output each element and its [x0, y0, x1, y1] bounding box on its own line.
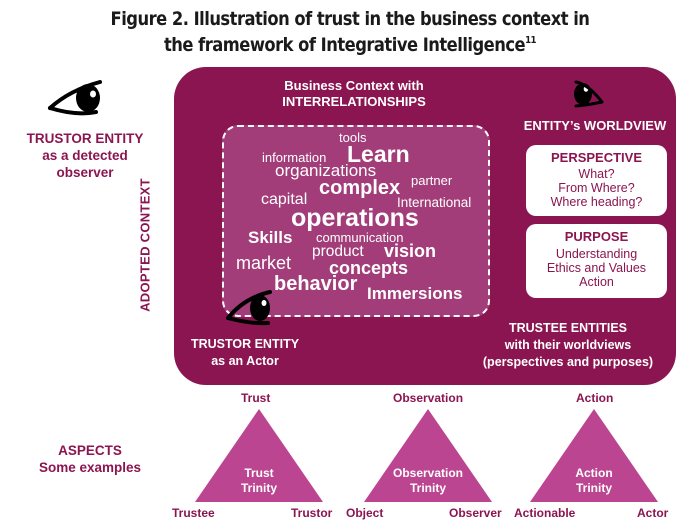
- trust-trinity-line1: Trust: [244, 466, 274, 480]
- observation-trinity-line2: Trinity: [409, 481, 446, 495]
- observation-top-label: Observation: [393, 391, 464, 405]
- word-capital: capital: [261, 191, 308, 208]
- eye-icon: [226, 290, 272, 326]
- perspective-heading: PERSPECTIVE: [550, 150, 643, 165]
- word-learn: Learn: [347, 141, 410, 167]
- aspects-line2: Some examples: [38, 460, 142, 475]
- word-international: International: [397, 195, 472, 210]
- observation-left-label: Object: [346, 506, 384, 520]
- worldview-title: ENTITY’s WORLDVIEW: [523, 118, 667, 133]
- word-product: product: [312, 243, 364, 260]
- word-cloud-box: [222, 125, 490, 317]
- figure-title-line2-text: the framework of Integrative Intelligenc…: [163, 34, 526, 56]
- trustor-observer-title: TRUSTOR ENTITY: [26, 131, 144, 146]
- aspects-label: ASPECTS Some examples: [20, 442, 160, 476]
- action-trinity-triangle: [530, 409, 658, 502]
- observation-trinity-center: Observation Trinity: [378, 466, 478, 496]
- action-trinity-center: Action Trinity: [554, 466, 634, 496]
- eye-icon: [48, 80, 102, 116]
- trustor-observer-line2: as a detected: [42, 148, 128, 163]
- business-context-line2: INTERRELATIONSHIPS: [282, 94, 426, 109]
- figure-title-line1: Figure 2. Illustration of trust in the b…: [110, 8, 590, 30]
- business-context-line1: Business Context with: [284, 78, 424, 93]
- action-trinity-line2: Trinity: [575, 481, 612, 495]
- perspective-line: What?: [578, 167, 615, 181]
- trust-trinity-line2: Trinity: [240, 481, 277, 495]
- word-information: information: [262, 150, 327, 165]
- perspective-line: From Where?: [558, 181, 635, 195]
- trust-trinity-center: Trust Trinity: [219, 466, 299, 496]
- action-right-label: Actor: [637, 506, 669, 520]
- word-immersions: Immersions: [367, 284, 463, 303]
- footnote-ref: 11: [525, 35, 537, 46]
- word-vision: vision: [384, 241, 437, 261]
- perspective-line: Where heading?: [550, 195, 643, 209]
- word-operations: operations: [291, 204, 419, 232]
- action-left-label: Actionable: [514, 506, 576, 520]
- word-communication: communication: [316, 230, 404, 245]
- business-context-heading: Business Context with INTERRELATIONSHIPS: [222, 78, 486, 110]
- trustor-observer-line3: observer: [56, 165, 114, 180]
- observation-right-label: Observer: [449, 506, 502, 520]
- trust-right-label: Trustor: [291, 506, 333, 520]
- word-tools: tools: [339, 130, 367, 145]
- word-market: market: [236, 253, 292, 273]
- purpose-line: Understanding: [555, 247, 638, 261]
- perspective-box: PERSPECTIVE What? From Where? Where head…: [526, 145, 667, 216]
- trustor-actor-line1: TRUSTOR ENTITY: [190, 337, 300, 351]
- figure-title: Figure 2. Illustration of trust in the b…: [49, 6, 651, 58]
- observation-trinity-line1: Observation: [392, 466, 464, 480]
- trustor-actor-label: TRUSTOR ENTITY as an Actor: [180, 336, 310, 370]
- action-trinity-line1: Action: [575, 466, 613, 480]
- figure-title-line2: the framework of Integrative Intelligenc…: [49, 32, 651, 58]
- purpose-line: Action: [579, 275, 614, 289]
- trustee-line2: with their worldviews: [504, 338, 632, 352]
- word-organizations: organizations: [275, 161, 377, 180]
- observation-trinity-triangle: [364, 409, 492, 502]
- trustor-actor-line2: as an Actor: [211, 354, 279, 368]
- trust-left-label: Trustee: [172, 506, 215, 520]
- word-concepts: concepts: [329, 258, 409, 278]
- action-top-label: Action: [576, 391, 614, 405]
- word-behavior: behavior: [274, 273, 358, 295]
- purpose-heading: PURPOSE: [564, 229, 629, 244]
- trustor-observer-label: TRUSTOR ENTITY as a detected observer: [0, 130, 170, 181]
- trust-trinity-triangle: [195, 409, 323, 502]
- aspects-line1: ASPECTS: [58, 443, 122, 458]
- trustee-line3: (perspectives and purposes): [482, 355, 654, 369]
- purpose-line: Ethics and Values: [546, 261, 647, 275]
- trustee-line1: TRUSTEE ENTITIES: [508, 321, 628, 335]
- trust-top-label: Trust: [241, 391, 271, 405]
- eye-icon: [574, 80, 604, 108]
- trustee-entities-label: TRUSTEE ENTITIES with their worldviews (…: [458, 320, 678, 371]
- purpose-box: PURPOSE Understanding Ethics and Values …: [526, 224, 667, 298]
- word-skills: Skills: [248, 228, 293, 247]
- word-complex: complex: [319, 177, 401, 199]
- word-partner: partner: [411, 173, 453, 188]
